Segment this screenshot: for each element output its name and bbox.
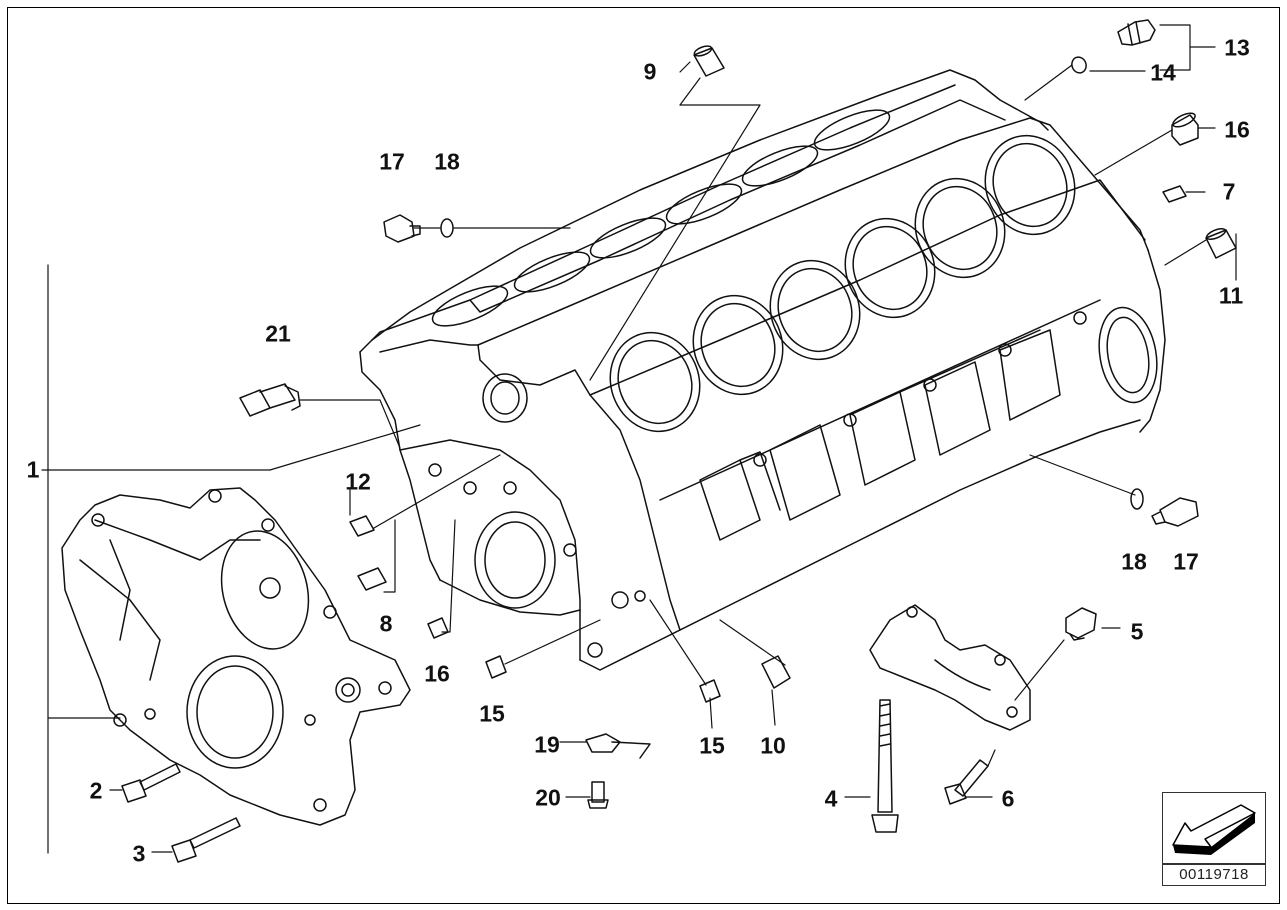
main-bearing-cap (869, 604, 1031, 731)
drawing-number: 00119718 (1162, 864, 1266, 886)
callout-19: 19 (534, 731, 560, 758)
callout-10: 10 (760, 732, 786, 759)
callout-5: 5 (1130, 618, 1144, 645)
callout-4: 4 (824, 785, 838, 812)
engine-block (359, 69, 1166, 671)
part-21-sensor (239, 383, 301, 417)
part-17-plug-top (383, 214, 421, 243)
view-direction-box (1162, 792, 1266, 864)
part-16-plug-top (1171, 112, 1199, 146)
diagram-frame (7, 7, 1280, 904)
part-18-washer-top (440, 218, 454, 238)
part-2-bolt (121, 763, 181, 803)
callout-7: 7 (1222, 178, 1236, 205)
callout-17-top: 17 (379, 148, 405, 175)
part-3-bolt (171, 817, 241, 863)
callout-6: 6 (1001, 785, 1015, 812)
part-14-seal (1071, 56, 1087, 74)
callout-15-right: 15 (699, 732, 725, 759)
part-17-plug-right (1151, 497, 1199, 527)
part-8-sleeve (357, 567, 387, 591)
part-15-plug-left (485, 655, 507, 679)
callout-2: 2 (89, 777, 103, 804)
leader-lines (41, 24, 1237, 854)
callout-16-top: 16 (1224, 116, 1250, 143)
direction-arrow-icon (1172, 804, 1256, 855)
callout-18-top: 18 (434, 148, 460, 175)
callout-13: 13 (1224, 34, 1250, 61)
callout-3: 3 (132, 840, 146, 867)
callout-17-right: 17 (1173, 548, 1199, 575)
part-12-plug (349, 515, 375, 537)
part-9-sleeve (693, 45, 725, 77)
callout-1: 1 (26, 456, 40, 483)
callout-9: 9 (643, 58, 657, 85)
part-20-screw (587, 781, 609, 809)
callout-15-left: 15 (479, 700, 505, 727)
part-5-bolt (1065, 607, 1097, 641)
callout-14: 14 (1150, 59, 1176, 86)
part-11-sleeve (1205, 227, 1237, 259)
part-10-sleeve (761, 655, 791, 689)
part-18-washer-right (1130, 488, 1144, 510)
part-7-sleeve (1162, 185, 1187, 203)
callout-16-left: 16 (424, 660, 450, 687)
timing-cover (61, 487, 411, 826)
callout-12: 12 (345, 468, 371, 495)
callout-18-right: 18 (1121, 548, 1147, 575)
part-15-plug-right (699, 679, 721, 703)
part-19-clip (585, 733, 651, 759)
part-16-plug-left (427, 617, 449, 639)
part-13-plug (1117, 19, 1156, 46)
callout-21: 21 (265, 320, 291, 347)
callout-11: 11 (1218, 282, 1244, 309)
callout-8: 8 (379, 610, 393, 637)
part-4-bolt (871, 699, 899, 833)
callout-20: 20 (535, 784, 561, 811)
